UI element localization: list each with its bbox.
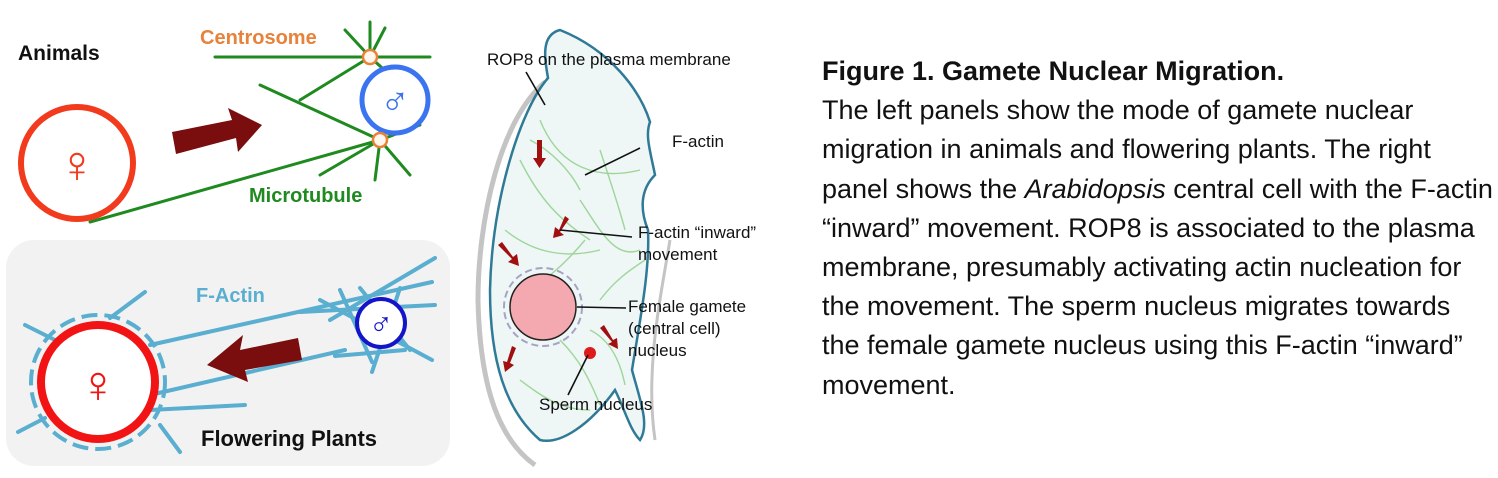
female-envelope-dashed xyxy=(29,313,167,451)
female-pronucleus xyxy=(18,104,136,222)
leader-lines xyxy=(525,71,641,396)
plasma-membrane-right xyxy=(650,239,672,441)
central-cell-panel: ROP8 on the plasma membrane F-actin F-ac… xyxy=(475,28,756,468)
factin-label: F-Actin xyxy=(196,285,265,307)
arrow-down-right-icon xyxy=(498,242,519,266)
inward-label-line2: movement xyxy=(638,245,718,264)
plant-female-symbol-icon: ♀ xyxy=(79,356,118,414)
plants-panel: ♀ ♂ F-Actin Flowering Plants xyxy=(6,240,450,466)
animal-migration-arrow-icon xyxy=(172,108,262,154)
centrosome-label: Centrosome xyxy=(200,27,317,49)
plasma-membrane-outer xyxy=(475,80,547,468)
male-pronucleus xyxy=(359,64,431,136)
male-symbol-icon: ♂ xyxy=(380,80,410,124)
centrosome-bottom xyxy=(371,131,389,149)
sperm-nucleus xyxy=(584,347,596,359)
caption-text-part2: central cell with the F-actin “inward” m… xyxy=(822,173,1493,400)
female-gamete-nucleus xyxy=(509,273,577,341)
rop8-label: ROP8 on the plasma membrane xyxy=(487,50,731,69)
animals-title: Animals xyxy=(18,42,100,65)
cell-factin-label: F-actin xyxy=(672,132,724,151)
female-label-line1: Female gamete xyxy=(628,297,746,316)
plant-female-nucleus xyxy=(37,321,159,443)
figure-caption: Figure 1. Gamete Nuclear Migration. The l… xyxy=(822,52,1494,405)
animals-panel: Animals ♂ ♀ Centrosome Micr xyxy=(18,20,432,224)
caption-italic-species: Arabidopsis xyxy=(1024,173,1166,204)
central-cell-factin-network xyxy=(504,119,646,411)
inward-arrows xyxy=(498,140,618,372)
microtubule-label: Microtubule xyxy=(249,185,362,207)
female-symbol-icon: ♀ xyxy=(58,136,97,194)
central-cell-body xyxy=(488,28,657,443)
caption-text-part1: The left panels show the mode of gamete … xyxy=(822,95,1431,204)
plant-male-symbol-icon: ♂ xyxy=(369,306,393,342)
plant-migration-arrow-icon xyxy=(207,335,302,382)
female-label-line3: nucleus xyxy=(628,341,687,360)
arrow-down-icon xyxy=(533,140,546,168)
plants-title: Flowering Plants xyxy=(201,426,377,451)
centrosome-top xyxy=(361,48,379,66)
arrow-down-left-icon xyxy=(553,216,569,238)
caption-title: Figure 1. Gamete Nuclear Migration. xyxy=(822,56,1285,86)
plant-male-nucleus xyxy=(355,297,407,349)
arrow-up-right-icon xyxy=(503,346,516,372)
inward-label-line1: F-actin “inward” xyxy=(638,223,756,242)
female-label-line2: (central cell) xyxy=(628,319,721,338)
sperm-label: Sperm nucleus xyxy=(539,395,652,414)
figure-artwork: Animals ♂ ♀ Centrosome Micr xyxy=(6,20,756,468)
arrow-down-right-icon-2 xyxy=(600,325,618,349)
